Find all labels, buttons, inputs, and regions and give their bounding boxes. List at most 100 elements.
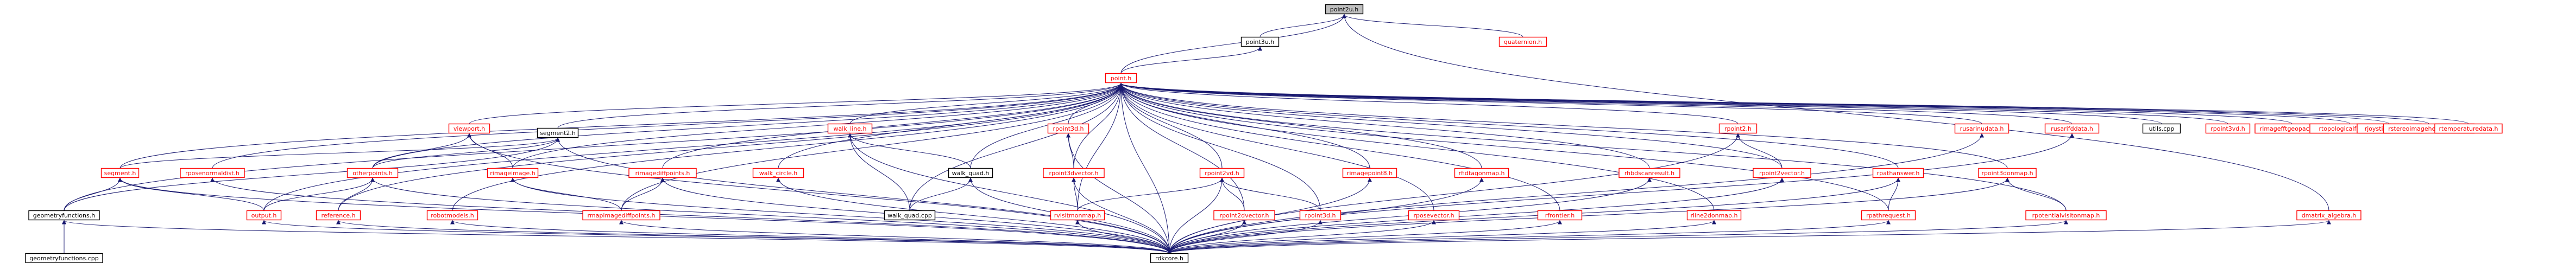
node-point[interactable]: point.h [1105, 73, 1137, 84]
node-rtemperaturedata[interactable]: rtemperaturedata.h [2434, 123, 2503, 134]
node-rdkcore[interactable]: rdkcore.h [1150, 253, 1189, 263]
node-rmapimagediffpoints[interactable]: rmapimagediffpoints.h [582, 210, 660, 221]
edge-rpoint2vd-to-rdkcore [1169, 177, 1224, 254]
node-point2u[interactable]: point2u.h [1325, 4, 1364, 15]
node-walk-quad[interactable]: walk_quad.h [948, 168, 993, 178]
node-label: quaternion.h [1504, 39, 1542, 46]
node-rpathrequest[interactable]: rpathrequest.h [1861, 210, 1916, 221]
edge-point-to-walk_quad [970, 82, 1123, 169]
node-rimagediffpoints[interactable]: rimagediffpoints.h [628, 168, 697, 178]
node-box [2296, 210, 2361, 221]
edge-viewport-to-rdkcore [467, 133, 1170, 254]
node-box [1047, 123, 1089, 134]
edge-rline2donmap-to-rdkcore [1169, 220, 1716, 254]
node-utils-cpp[interactable]: utils.cpp [2142, 123, 2181, 134]
node-rpoint2vd[interactable]: rpoint2vd.h [1199, 168, 1245, 178]
node-rposevector[interactable]: rposevector.h [1408, 210, 1460, 221]
node-label: viewport.h [454, 125, 485, 132]
node-label: utils.cpp [2149, 125, 2175, 132]
edge-point-to-rtemperaturedata [1119, 82, 2469, 124]
edge-point2u-to-dmatrix_algebra [1342, 14, 2329, 211]
node-label: rposenormaldist.h [185, 170, 240, 177]
node-viewport[interactable]: viewport.h [448, 123, 490, 134]
edge-segment2-to-geometryfunctions [64, 137, 560, 211]
edge-rpoint3dvector-to-rvisitmonmap [1072, 177, 1078, 211]
node-rpoint3vd[interactable]: rpoint3vd.h [2205, 123, 2251, 134]
node-box [1954, 123, 2010, 134]
node-reference[interactable]: reference.h [316, 210, 361, 221]
edge-otherpoints-to-reference [338, 177, 375, 211]
node-rpoint2[interactable]: rpoint2.h [1718, 123, 1758, 134]
node-dmatrix-algebra[interactable]: dmatrix_algebra.h [2296, 210, 2361, 221]
edge-segment-to-output [118, 177, 264, 211]
node-segment2[interactable]: segment2.h [537, 127, 579, 138]
node-otherpoints[interactable]: otherpoints.h [347, 168, 399, 178]
node-rimageimage[interactable]: rimageimage.h [487, 168, 539, 178]
node-rpoint3donmap[interactable]: rpoint3donmap.h [1978, 168, 2037, 178]
node-box [448, 123, 490, 134]
node-label: segment.h [104, 170, 136, 177]
node-rpoint3dvector[interactable]: rpoint3dvector.h [1043, 168, 1105, 178]
node-rhbdscanresult[interactable]: rhbdscanresult.h [1618, 168, 1680, 178]
edge-point-to-rposevector [1119, 82, 1434, 211]
edge-point3u-to-point [1120, 46, 1262, 74]
node-box [2205, 123, 2251, 134]
node-box [2025, 210, 2107, 221]
node-rusarifddata[interactable]: rusarifddata.h [2044, 123, 2100, 134]
node-rpotentialvisitonmap[interactable]: rpotentialvisitonmap.h [2025, 210, 2107, 221]
node-walk-circle[interactable]: walk_circle.h [752, 168, 804, 178]
node-rimagepoint8[interactable]: rimagepoint8.h [1342, 168, 1397, 178]
node-rpoint3d-2[interactable]: rpoint3d.h [1299, 210, 1341, 221]
node-rpoint3d[interactable]: rpoint3d.h [1047, 123, 1089, 134]
node-label: walk_quad.h [952, 170, 990, 177]
node-rpoint2dvector[interactable]: rpoint2dvector.h [1213, 210, 1275, 221]
node-rpoint2vector[interactable]: rpoint2vector.h [1753, 168, 1811, 178]
node-box [246, 210, 282, 221]
edge-point-to-walk_quad_cpp [909, 82, 1123, 211]
node-box [1872, 168, 1924, 178]
node-box [1686, 210, 1742, 221]
node-box [1105, 73, 1137, 84]
node-label: rpotentialvisitonmap.h [2032, 212, 2100, 219]
node-label: rpoint2vector.h [1759, 170, 1805, 177]
edge-point-to-rimageimage [512, 82, 1123, 169]
node-rfrontier[interactable]: rfrontier.h [1537, 210, 1583, 221]
edge-rusarifddata-to-rdkcore [1169, 133, 2074, 254]
node-segment[interactable]: segment.h [100, 168, 140, 178]
node-label: rposevector.h [1413, 212, 1454, 219]
node-label: rimagefftgeopacket.h [2260, 125, 2324, 132]
node-box [827, 123, 873, 134]
node-label: geometryfunctions.h [33, 212, 95, 219]
node-label: reference.h [322, 212, 356, 219]
node-box [316, 210, 361, 221]
edge-rpoint2dvector-to-rdkcore [1169, 220, 1246, 254]
edge-point-to-rstereoimageheightsdata [1119, 82, 2429, 124]
node-rposenormaldist[interactable]: rposenormaldist.h [180, 168, 245, 178]
node-rusarinudata[interactable]: rusarinudata.h [1954, 123, 2010, 134]
node-label: rdkcore.h [1155, 255, 1183, 262]
node-rline2donmap[interactable]: rline2donmap.h [1686, 210, 1742, 221]
node-geometryfunctions[interactable]: geometryfunctions.h [28, 210, 100, 221]
node-walk-line[interactable]: walk_line.h [827, 123, 873, 134]
edge-rpoint2vd-to-rvisitmonmap [1077, 177, 1224, 211]
edge-point-to-rpathrequest [1119, 82, 1889, 211]
edge-point-to-rpoint3vd [1119, 82, 2228, 124]
node-label: geometryfunctions.cpp [29, 255, 99, 262]
node-robotmodels[interactable]: robotmodels.h [426, 210, 478, 221]
edge-rposenormaldist-to-rdkcore [210, 177, 1170, 254]
node-point3u[interactable]: point3u.h [1240, 36, 1280, 47]
node-rpathanswer[interactable]: rpathanswer.h [1872, 168, 1924, 178]
node-quaternion[interactable]: quaternion.h [1498, 36, 1547, 47]
node-rfidtagonmap[interactable]: rfidtagonmap.h [1454, 168, 1509, 178]
edge-dmatrix_algebra-to-rdkcore [1169, 220, 2331, 254]
node-geometryfunctions-cpp[interactable]: geometryfunctions.cpp [25, 253, 103, 263]
node-walk-quad-cpp[interactable]: walk_quad.cpp [884, 210, 936, 221]
node-output[interactable]: output.h [246, 210, 282, 221]
edge-point-to-rfidtagonmap [1119, 82, 1482, 169]
node-rvisitmonmap[interactable]: rvisitmonmap.h [1050, 210, 1105, 221]
edge-point-to-viewport [469, 82, 1123, 124]
edge-walk_quad-to-walk_quad_cpp [909, 177, 973, 211]
node-label: rusarinudata.h [1960, 125, 2004, 132]
node-box [1753, 168, 1811, 178]
edge-point-to-segment2 [557, 82, 1123, 129]
